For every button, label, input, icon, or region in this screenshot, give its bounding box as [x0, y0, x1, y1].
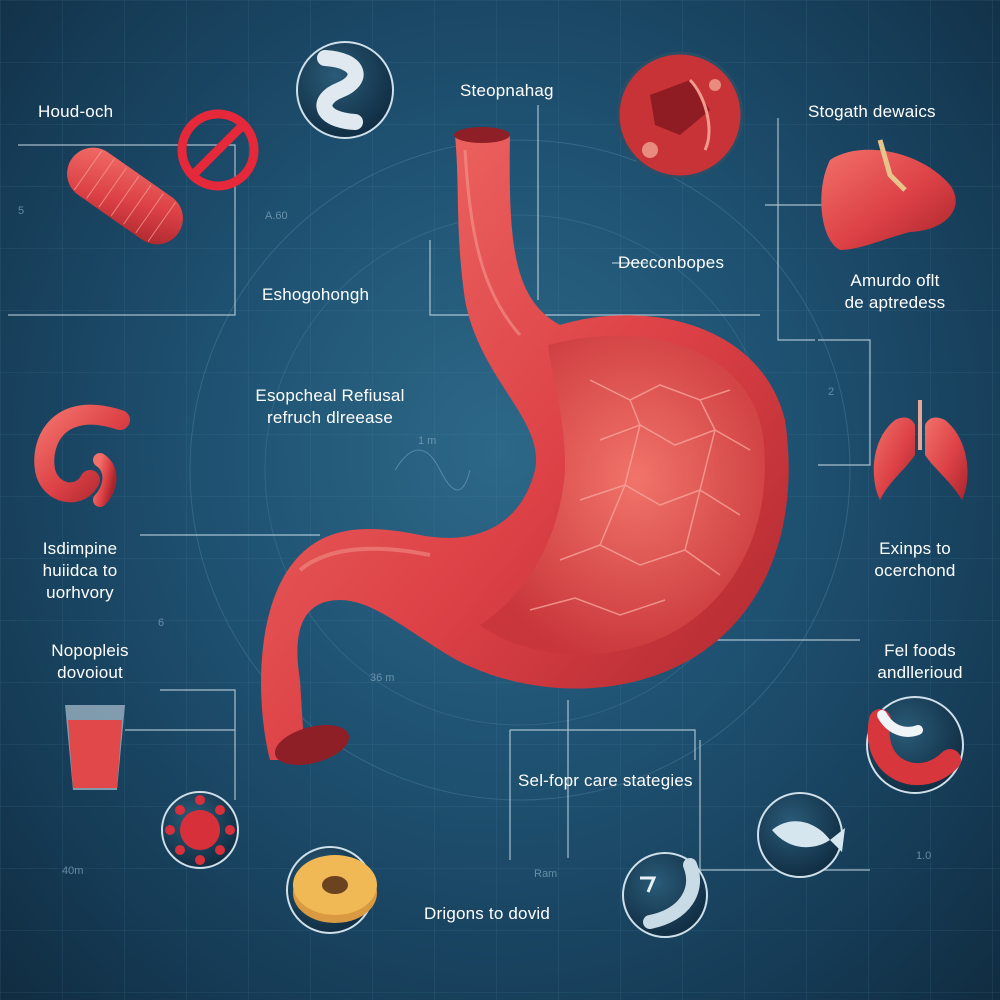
stomach-cells-icon — [616, 51, 744, 179]
no-sign-icon — [177, 109, 259, 191]
label-isdimpine-line1: Isdimpine — [42, 539, 118, 558]
esophagus-tube-icon — [67, 147, 183, 245]
tube-segment-icon — [622, 852, 708, 938]
tick-label: 1 m — [418, 435, 437, 447]
label-drigons-to-dovid: Drigons to dovid — [424, 904, 551, 923]
label-amurdo-line2: de aptredess — [844, 293, 946, 312]
stomach-illustration — [261, 127, 789, 765]
tick-label: 2 — [828, 386, 835, 398]
tick-label: 40m — [62, 865, 84, 877]
label-nopopleis-line2: dovoiout — [57, 663, 123, 682]
virus-icon — [161, 791, 239, 869]
tick-label: Ram — [534, 868, 558, 880]
donut-icon — [286, 846, 377, 934]
label-esophageal-line2: refruch dlreease — [266, 408, 394, 427]
label-steopnahag: Steopnahag — [460, 81, 554, 100]
curved-tube-icon — [34, 404, 130, 507]
organ-tube-icon — [866, 696, 964, 794]
intestine-icon — [296, 41, 394, 139]
label-fel-foods: Fel foods andllerioud — [850, 640, 990, 684]
label-esophageal-line1: Esopcheal Refiusal — [255, 386, 405, 405]
label-esophageal-reflux: Esopcheal Refiusal refruch dlreease — [240, 385, 420, 429]
label-houd-och: Houd-och — [38, 102, 114, 121]
label-isdimpine-line2: huiidca to — [42, 561, 118, 580]
label-exinps: Exinps to ocerchond — [850, 538, 980, 582]
label-amurdo: Amurdo oflt de aptredess — [820, 270, 970, 314]
label-decconbopes: Decconbopes — [618, 253, 725, 272]
label-nopopleis-line1: Nopopleis — [51, 641, 129, 660]
lungs-icon — [873, 400, 968, 500]
water-glass-icon — [65, 705, 125, 790]
label-amurdo-line1: Amurdo oflt — [850, 271, 940, 290]
fish-icon — [757, 792, 845, 878]
label-nopopleis: Nopopleis dovoiout — [25, 640, 155, 684]
label-isdimpine: Isdimpine huiidca to uorhvory — [15, 538, 145, 604]
tick-label: A.60 — [265, 210, 288, 222]
tick-label: 1.0 — [916, 850, 932, 862]
label-eshogohongh: Eshogohongh — [262, 285, 370, 304]
liver-icon — [821, 139, 956, 250]
label-fel-foods-line1: Fel foods — [884, 641, 956, 660]
label-exinps-line2: ocerchond — [874, 561, 956, 580]
label-stogath-dewaics: Stogath dewaics — [808, 102, 936, 121]
label-fel-foods-line2: andllerioud — [877, 663, 963, 682]
label-self-care-strategies: Sel-fopr care stategies — [518, 771, 693, 790]
tick-label: 5 — [18, 205, 25, 217]
tick-label: 36 m — [370, 672, 395, 684]
label-isdimpine-line3: uorhvory — [46, 583, 114, 602]
label-exinps-line1: Exinps to — [879, 539, 951, 558]
tick-label: 6 — [158, 617, 165, 629]
